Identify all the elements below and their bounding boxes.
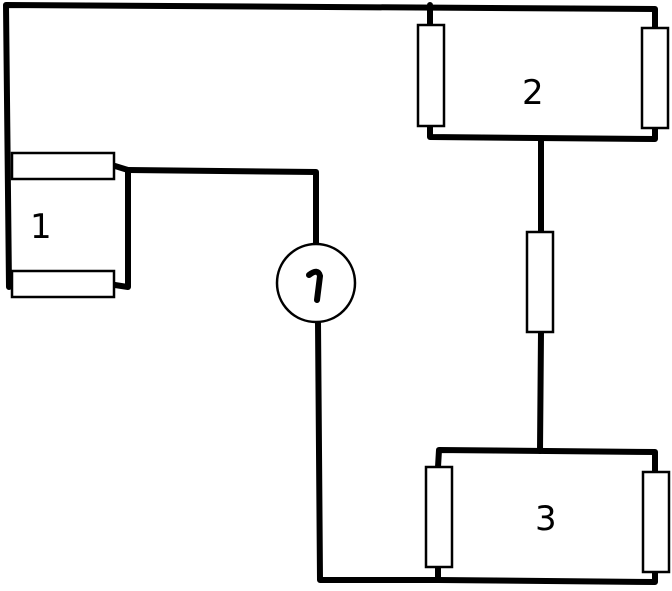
resistor-2-left xyxy=(416,23,446,128)
top-wire xyxy=(3,2,658,290)
resistor-1-bottom xyxy=(10,269,116,299)
resistor-3-right xyxy=(641,470,671,574)
wire-meter-to-group-3 xyxy=(315,319,441,583)
label-group-1: 1 xyxy=(30,207,52,247)
meter-circle xyxy=(275,242,357,324)
wire-to-meter-top xyxy=(125,167,319,247)
resistor-middle xyxy=(525,230,555,334)
wires xyxy=(3,2,658,585)
resistor-2-right xyxy=(640,26,670,130)
label-group-3: 3 xyxy=(535,499,557,539)
wire-group-3-bottom-right xyxy=(435,569,658,585)
label-group-2: 2 xyxy=(522,73,544,113)
resistors xyxy=(10,23,671,574)
wire-resistor-to-3 xyxy=(537,329,544,454)
galvanometer-icon xyxy=(275,242,357,324)
resistor-1-top xyxy=(10,151,116,181)
wire-group-1 xyxy=(112,163,131,290)
wire-group-3-top xyxy=(435,447,658,475)
meter-needle xyxy=(306,268,324,303)
resistor-3-left xyxy=(424,465,454,569)
